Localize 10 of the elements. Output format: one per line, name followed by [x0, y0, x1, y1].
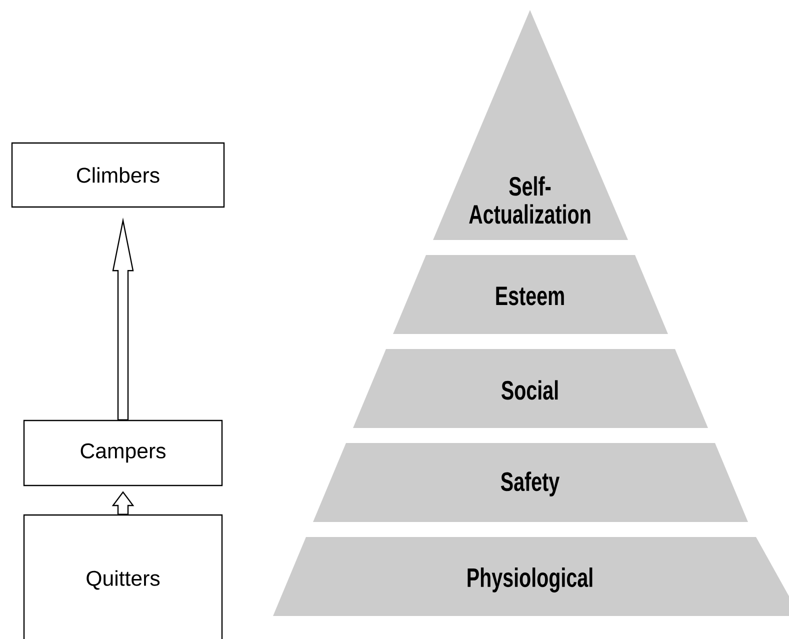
process-box: Quitters: [23, 514, 223, 639]
pyramid-level: Safety: [313, 443, 748, 522]
pyramid-level: Esteem: [393, 255, 668, 334]
process-box: Campers: [23, 420, 223, 486]
process-box: Climbers: [11, 142, 225, 208]
hollow-arrow: [112, 491, 134, 515]
pyramid-level: Social: [353, 349, 708, 428]
hollow-arrow: [112, 218, 134, 420]
pyramid-level: Physiological: [273, 537, 789, 616]
pyramid-level: Self-Actualization: [433, 10, 628, 240]
